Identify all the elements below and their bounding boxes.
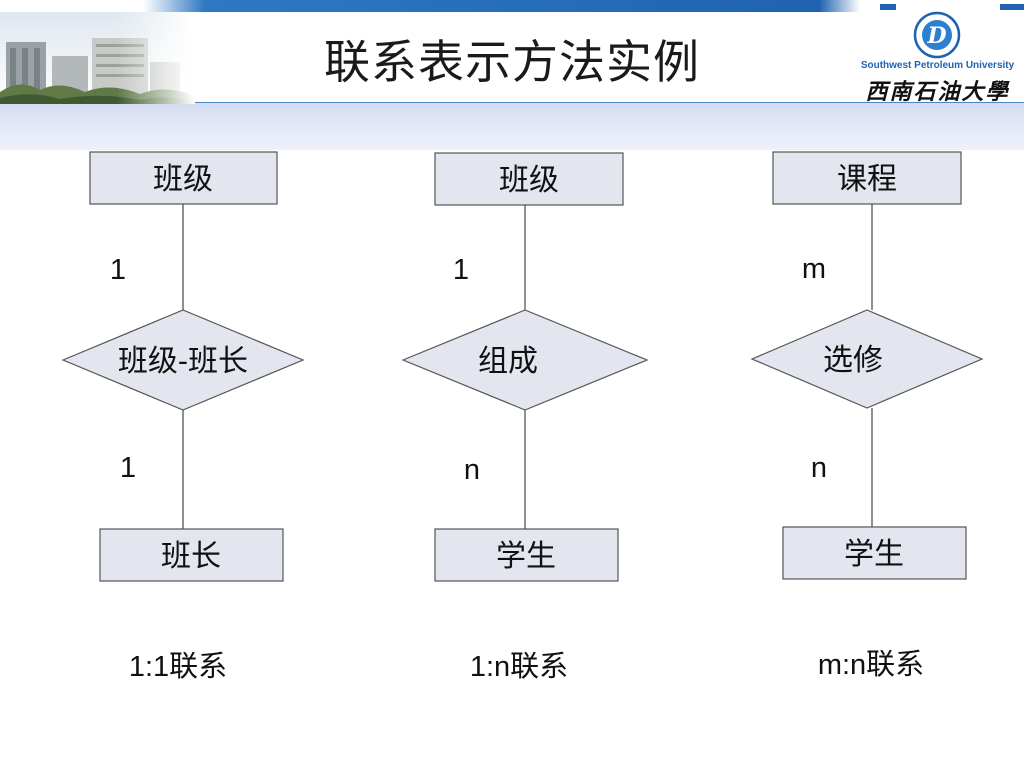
er-diagram-many-to-many: 课程 选修 学生 m n m:n联系 bbox=[750, 151, 984, 681]
entity-box bbox=[89, 151, 278, 205]
cardinality-label: m bbox=[802, 253, 826, 285]
relationship-type-caption: 1:1联系 bbox=[129, 650, 227, 683]
entity-label: 课程 bbox=[837, 162, 897, 197]
relationship-diamond bbox=[61, 309, 305, 411]
relationship-type-caption: 1:n联系 bbox=[470, 650, 568, 683]
cardinality-label: n bbox=[464, 454, 480, 486]
relationship-label: 组成 bbox=[478, 344, 538, 379]
university-english-name: Southwest Petroleum University bbox=[860, 60, 1015, 71]
cardinality-label: 1 bbox=[453, 254, 469, 286]
entity-box bbox=[772, 151, 962, 205]
campus-photo bbox=[0, 12, 195, 104]
svg-text:D: D bbox=[926, 23, 946, 49]
page-title: 联系表示方法实例 bbox=[324, 35, 700, 89]
accent-block bbox=[880, 4, 896, 10]
entity-box bbox=[434, 528, 619, 582]
entity-label: 班级 bbox=[499, 163, 559, 198]
er-diagram-one-to-many: 班级 组成 学生 1 n 1:n联系 bbox=[401, 152, 649, 683]
relationship-label: 班级-班长 bbox=[118, 344, 248, 379]
relationship-label: 选修 bbox=[823, 343, 883, 378]
cardinality-label: n bbox=[811, 452, 827, 484]
slide-header: 联系表示方法实例 D Southwest Petroleum Universit… bbox=[0, 0, 1024, 150]
entity-label: 班长 bbox=[161, 539, 221, 574]
cardinality-label: 1 bbox=[120, 452, 136, 484]
cardinality-label: 1 bbox=[110, 254, 126, 286]
entity-label: 学生 bbox=[496, 539, 556, 574]
relationship-type-caption: m:n联系 bbox=[818, 648, 924, 681]
entity-box bbox=[782, 526, 967, 580]
relationship-diamond bbox=[401, 309, 649, 411]
relationship-diamond bbox=[750, 309, 984, 409]
entity-label: 学生 bbox=[844, 537, 904, 572]
header-band bbox=[0, 103, 1024, 150]
top-accent-bar bbox=[0, 0, 1024, 12]
entity-box bbox=[99, 528, 284, 582]
entity-box bbox=[434, 152, 624, 206]
university-emblem-icon: D bbox=[913, 11, 961, 59]
entity-label: 班级 bbox=[153, 162, 213, 197]
er-diagram-one-to-one: 班级 班级-班长 班长 1 1 1:1联系 bbox=[61, 151, 305, 683]
accent-block bbox=[1000, 4, 1024, 10]
university-chinese-name: 西南石油大學 bbox=[865, 79, 1010, 105]
university-logo: D Southwest Petroleum University 西南石油大學 bbox=[855, 10, 1020, 105]
